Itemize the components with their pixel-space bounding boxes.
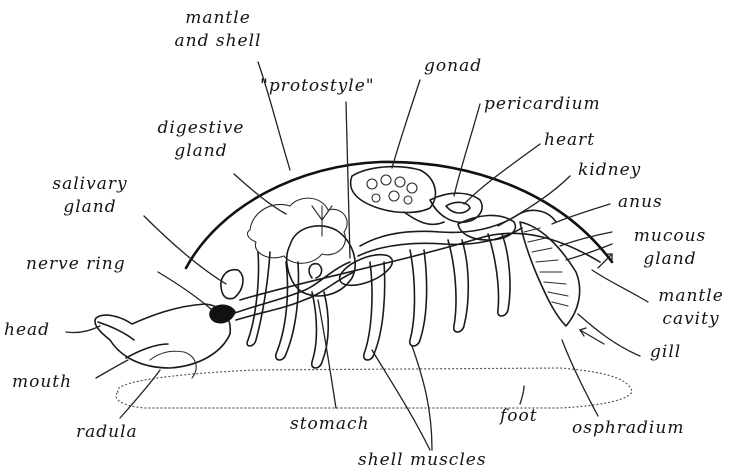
label-anus: anus xyxy=(618,194,663,211)
label-nerve-ring: nerve ring xyxy=(26,256,126,273)
shell-muscle-6 xyxy=(488,234,510,316)
label-protostyle: "protostyle" xyxy=(260,78,375,95)
label-mucous-gland: mucous gland xyxy=(620,228,720,268)
label-digestive-gland: digestive gland xyxy=(146,120,256,160)
label-gonad: gonad xyxy=(424,58,482,75)
gut-tube xyxy=(232,262,350,314)
gonad-shape xyxy=(351,167,436,213)
gonad-duct xyxy=(404,212,444,224)
leader-mouth xyxy=(96,360,128,378)
leader-shell-muscles-1 xyxy=(372,350,430,450)
foot-outline xyxy=(116,368,632,408)
heart-shape xyxy=(446,202,470,213)
leader-salivary xyxy=(144,216,226,284)
gill-shape xyxy=(520,222,580,326)
protostyle-curl xyxy=(309,264,322,278)
leader-radula xyxy=(120,370,160,418)
label-foot: foot xyxy=(500,408,538,425)
shell-muscle-5 xyxy=(448,240,468,332)
label-salivary-gland: salivary gland xyxy=(42,176,138,216)
label-mantle-and-shell: mantle and shell xyxy=(168,10,268,50)
label-pericardium: pericardium xyxy=(484,96,601,113)
label-osphradium: osphradium xyxy=(572,420,684,437)
leader-foot xyxy=(520,386,524,404)
leader-stomach xyxy=(318,300,336,408)
label-heart: heart xyxy=(544,132,595,149)
label-stomach: stomach xyxy=(290,416,370,433)
shell-muscle-1 xyxy=(247,252,270,346)
label-shell-muscles: shell muscles xyxy=(358,452,487,469)
tree-trunk xyxy=(312,206,332,236)
tentacle xyxy=(98,322,134,340)
shell-muscle-7 xyxy=(312,292,329,368)
shell-muscle-2 xyxy=(276,262,299,360)
digestive-gland-shape xyxy=(248,198,348,263)
leader-pericardium xyxy=(454,104,480,196)
mouth-detail xyxy=(126,344,168,358)
label-gill: gill xyxy=(650,344,681,361)
label-radula: radula xyxy=(76,424,138,441)
leader-osphradium xyxy=(562,340,598,416)
protostyle-shape xyxy=(336,248,397,291)
label-mantle-cavity: mantle cavity xyxy=(646,288,736,328)
shell-muscle-4 xyxy=(410,250,427,346)
leader-anus xyxy=(552,204,610,224)
label-mouth: mouth xyxy=(12,374,72,391)
leader-gonad xyxy=(392,80,420,168)
intestine-loop xyxy=(360,210,556,246)
leader-mantle-cavity xyxy=(592,270,648,302)
leader-protostyle xyxy=(346,102,350,258)
label-head: head xyxy=(4,322,50,339)
salivary-gland-shape xyxy=(221,270,243,299)
leader-head xyxy=(66,326,100,333)
shell-muscle-3 xyxy=(364,262,385,360)
label-kidney: kidney xyxy=(578,162,641,179)
